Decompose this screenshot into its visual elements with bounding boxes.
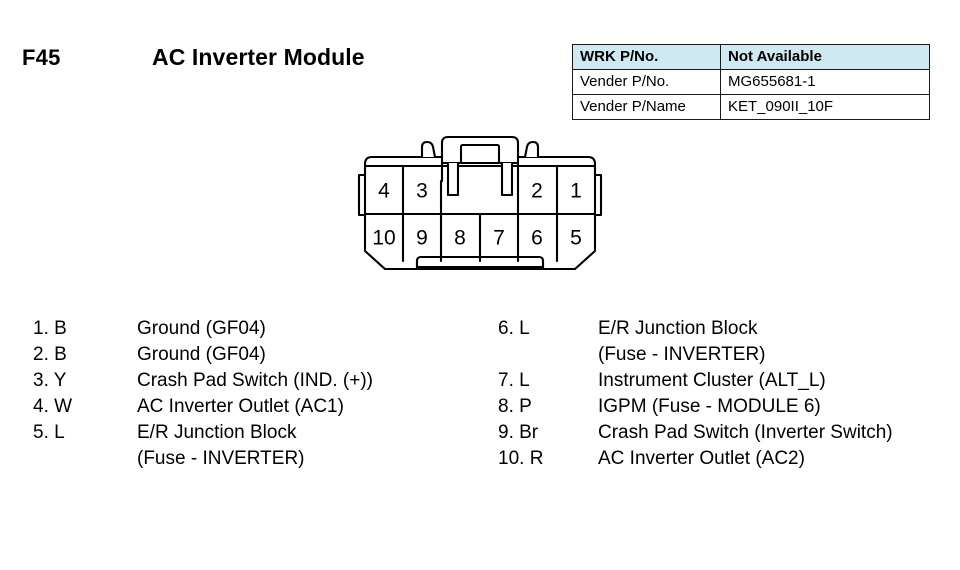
connector-right-keying-bump <box>523 140 540 159</box>
list-item: 1. B Ground (GF04) <box>33 316 488 342</box>
connector-code: F45 <box>22 45 61 70</box>
pin-legend-desc: (Fuse - INVERTER) <box>598 344 766 365</box>
pin-legend-pin: 4. W <box>33 396 73 417</box>
pin-label-2: 2 <box>531 180 543 203</box>
pin-label-5: 5 <box>570 227 582 250</box>
table-row-vender-pno: Vender P/No. MG655681-1 <box>572 69 930 95</box>
pin-legend: 1. B Ground (GF04) 2. B Ground (GF04) 3.… <box>0 316 960 496</box>
pin-legend-pin: 9. Br <box>498 422 539 443</box>
pin-legend-desc: AC Inverter Outlet (AC2) <box>598 448 805 469</box>
pin-legend-pin: 3. Y <box>33 370 67 391</box>
pin-label-4: 4 <box>378 180 390 203</box>
pin-legend-pin: 10. R <box>498 448 544 469</box>
connector-bottom-skirt-inner <box>415 255 545 269</box>
pin-legend-pin: 6. L <box>498 318 530 339</box>
table-cell-label: Vender P/No. <box>572 69 721 95</box>
pin-legend-desc: Instrument Cluster (ALT_L) <box>598 370 826 391</box>
list-item: 3. Y Crash Pad Switch (IND. (+)) <box>33 368 488 394</box>
list-item-continuation: (Fuse - INVERTER) <box>33 446 488 472</box>
table-cell-value: MG655681-1 <box>720 69 930 95</box>
pin-legend-pin: 5. L <box>33 422 65 443</box>
table-row-wrk-pno: WRK P/No. Not Available <box>572 44 930 70</box>
page-title: AC Inverter Module <box>152 44 365 70</box>
connector-latch-left-leg <box>446 161 460 197</box>
list-item: 5. L E/R Junction Block <box>33 420 488 446</box>
list-item: 6. L E/R Junction Block <box>498 316 958 342</box>
pin-label-10: 10 <box>372 227 395 250</box>
connector-diagram: 4 3 2 1 10 9 8 7 6 5 <box>345 133 615 293</box>
list-item: 4. W AC Inverter Outlet (AC1) <box>33 394 488 420</box>
list-item: 7. L Instrument Cluster (ALT_L) <box>498 368 958 394</box>
pin-legend-column-right: 6. L E/R Junction Block (Fuse - INVERTER… <box>498 316 958 472</box>
connector-left-tab <box>357 173 367 217</box>
connector-latch-right-leg <box>500 161 514 197</box>
pin-legend-desc: (Fuse - INVERTER) <box>137 448 305 469</box>
table-row-vender-pname: Vender P/Name KET_090II_10F <box>572 94 930 120</box>
list-item: 9. Br Crash Pad Switch (Inverter Switch) <box>498 420 958 446</box>
list-item: 8. P IGPM (Fuse - MODULE 6) <box>498 394 958 420</box>
connector-latch-inner-tab <box>459 143 501 165</box>
pin-legend-desc: IGPM (Fuse - MODULE 6) <box>598 396 821 417</box>
pin-legend-pin: 1. B <box>33 318 67 339</box>
pin-legend-desc: E/R Junction Block <box>598 318 758 339</box>
list-item-continuation: (Fuse - INVERTER) <box>498 342 958 368</box>
part-info-table: WRK P/No. Not Available Vender P/No. MG6… <box>572 44 930 120</box>
list-item: 10. R AC Inverter Outlet (AC2) <box>498 446 958 472</box>
pin-legend-desc: E/R Junction Block <box>137 422 297 443</box>
pin-legend-desc: Crash Pad Switch (IND. (+)) <box>137 370 373 391</box>
table-cell-value: Not Available <box>720 44 930 70</box>
connector-right-tab <box>593 173 603 217</box>
list-item: 2. B Ground (GF04) <box>33 342 488 368</box>
table-cell-label: Vender P/Name <box>572 94 721 120</box>
pin-legend-desc: Ground (GF04) <box>137 318 266 339</box>
pin-legend-desc: AC Inverter Outlet (AC1) <box>137 396 344 417</box>
pin-legend-desc: Ground (GF04) <box>137 344 266 365</box>
pin-legend-pin: 7. L <box>498 370 530 391</box>
pin-legend-column-left: 1. B Ground (GF04) 2. B Ground (GF04) 3.… <box>33 316 488 472</box>
pin-label-9: 9 <box>416 227 428 250</box>
pin-label-8: 8 <box>454 227 466 250</box>
table-cell-label: WRK P/No. <box>572 44 721 70</box>
pin-label-6: 6 <box>531 227 543 250</box>
pin-legend-desc: Crash Pad Switch (Inverter Switch) <box>598 422 893 443</box>
pin-label-7: 7 <box>493 227 505 250</box>
pin-legend-pin: 8. P <box>498 396 532 417</box>
table-cell-value: KET_090II_10F <box>720 94 930 120</box>
pin-label-1: 1 <box>570 180 582 203</box>
pin-legend-pin: 2. B <box>33 344 67 365</box>
connector-left-keying-bump <box>420 140 437 159</box>
pin-label-3: 3 <box>416 180 428 203</box>
